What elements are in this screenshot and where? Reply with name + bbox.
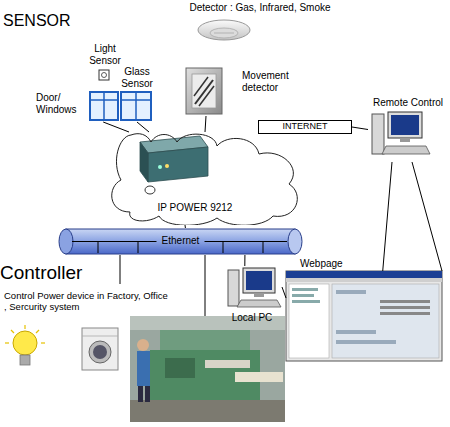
- node-label: Door/ Windows: [36, 92, 88, 116]
- sensor-node: Glass Sensor: [118, 66, 156, 122]
- connector-line: [205, 116, 206, 132]
- light-bulb: [5, 325, 45, 365]
- smoke-detector: [198, 20, 250, 40]
- connector-line: [412, 162, 442, 271]
- sensor-node: Light Sensor: [84, 43, 126, 83]
- window-icon: [90, 92, 118, 120]
- detector-node: Detector : Gas, Infrared, Smoke: [170, 0, 350, 46]
- node-label: Remote Control: [368, 97, 448, 109]
- internet-box: INTERNET: [258, 120, 352, 134]
- network-cloud: IP POWER 9212: [105, 132, 305, 225]
- connector-line: [352, 127, 368, 130]
- connector-line: [185, 225, 186, 228]
- washing-machine: [82, 328, 118, 370]
- ip-power-device: [140, 136, 208, 194]
- node-label: IP POWER 9212: [145, 202, 245, 214]
- node-label: Detector : Gas, Infrared, Smoke: [170, 2, 350, 14]
- node-label: Webpage: [300, 258, 380, 270]
- node-label: Ethernet: [58, 235, 303, 247]
- light-sensor-icon: [99, 70, 109, 80]
- sensor-node: Door/ Windows: [36, 78, 120, 122]
- node-label: Light Sensor: [84, 43, 126, 67]
- pc-node: Local PC: [222, 266, 282, 326]
- pc-node: Remote Control: [368, 97, 448, 162]
- webpage-node: Webpage: [286, 271, 442, 361]
- remote-pc-icon: [372, 112, 430, 154]
- description-text: Control Power device in Factory, Office …: [4, 290, 172, 312]
- node-label: INTERNET: [258, 121, 352, 132]
- connector-line: [383, 162, 392, 271]
- node-label: Movement detector: [242, 70, 294, 94]
- section-heading: SENSOR: [3, 12, 93, 30]
- glass-window-icon: [121, 92, 151, 120]
- connector-line: [137, 122, 149, 132]
- ethernet-bus: Ethernet: [58, 228, 303, 255]
- webpage-screenshot: [286, 271, 442, 361]
- local-pc-icon: [228, 268, 281, 307]
- movement-detector-icon: [186, 68, 222, 114]
- connector-line: [282, 287, 286, 298]
- wire: [205, 255, 206, 316]
- node-label: Glass Sensor: [118, 66, 156, 90]
- connector-line: [244, 255, 245, 266]
- wire: [120, 255, 121, 284]
- node-label: Local PC: [222, 312, 282, 324]
- sensor-node: Movement detector: [184, 64, 294, 116]
- connector-line: [103, 122, 129, 132]
- factory-photo: [130, 316, 285, 422]
- section-heading: Controller: [0, 262, 118, 284]
